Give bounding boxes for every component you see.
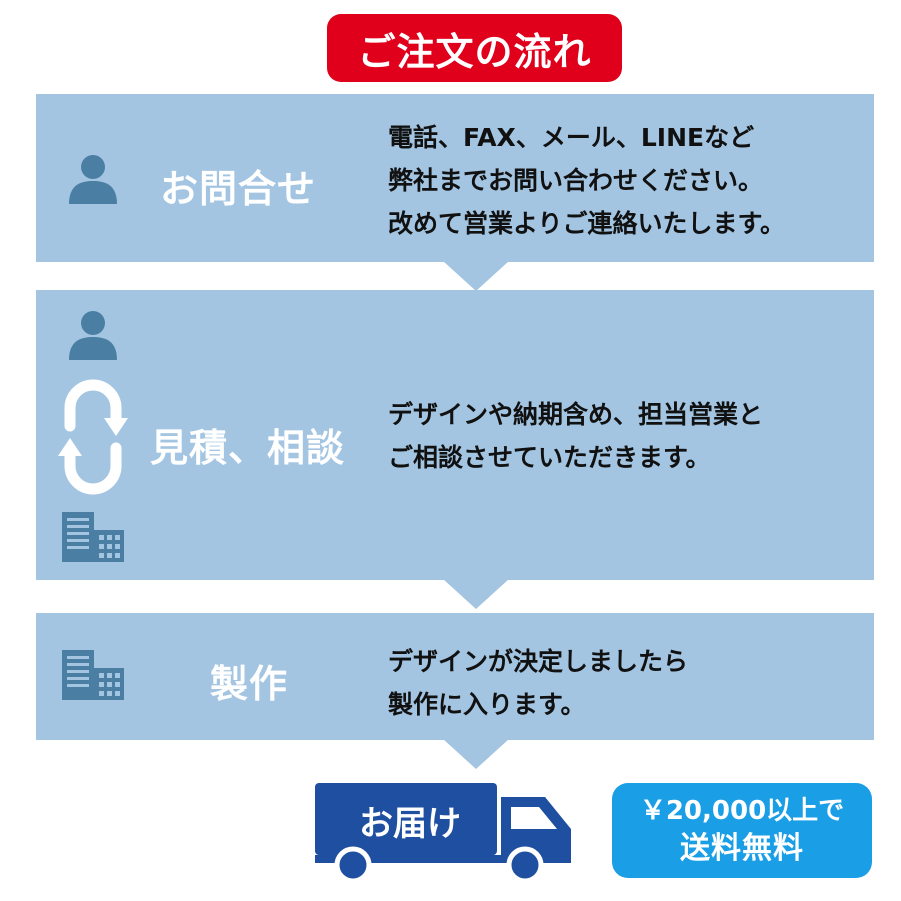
- building-icon: [62, 512, 124, 562]
- person-icon: [69, 311, 117, 360]
- step-heading-estimate: 見積、相談: [150, 426, 346, 470]
- person-icon: [69, 155, 117, 204]
- building-icon: [62, 650, 124, 700]
- description-line: デザインが決定しましたら: [388, 647, 689, 676]
- exchange-arrows-icon: [58, 379, 128, 495]
- free-shipping-text: 送料無料: [680, 830, 804, 866]
- free-shipping-badge: ￥20,000以上で 送料無料: [612, 783, 872, 878]
- step-panel-inquiry: [36, 94, 874, 262]
- description-line: デザインや納期含め、担当営業と: [388, 400, 764, 429]
- step-panel-production: [36, 613, 874, 740]
- description-line: 弊社までお問い合わせください。: [388, 166, 764, 195]
- step-arrow-down: [443, 579, 509, 609]
- page-title: ご注文の流れ: [357, 29, 592, 74]
- description-line: ご相談させていただきます。: [388, 443, 711, 472]
- step-heading-production: 製作: [210, 662, 289, 706]
- description-line: 電話、FAX、メール、LINEなど: [388, 123, 755, 152]
- step-arrow-down: [443, 739, 509, 769]
- description-line: 製作に入ります。: [388, 690, 586, 719]
- delivery-label: お届け: [359, 803, 461, 844]
- step-heading-inquiry: お問合せ: [160, 167, 317, 211]
- free-shipping-condition: ￥20,000以上で: [639, 795, 845, 826]
- step-description-production: デザインが決定しましたら 製作に入ります。: [388, 640, 688, 726]
- step-description-estimate: デザインや納期含め、担当営業と ご相談させていただきます。: [388, 393, 763, 479]
- step-arrow-down: [443, 261, 509, 291]
- title-badge: ご注文の流れ: [327, 14, 622, 82]
- description-line: 改めて営業よりご連絡いたします。: [388, 209, 786, 238]
- truck-icon: [315, 783, 571, 883]
- step-description-inquiry: 電話、FAX、メール、LINEなど 弊社までお問い合わせください。 改めて営業よ…: [388, 116, 785, 245]
- step-panel-estimate: [36, 290, 874, 580]
